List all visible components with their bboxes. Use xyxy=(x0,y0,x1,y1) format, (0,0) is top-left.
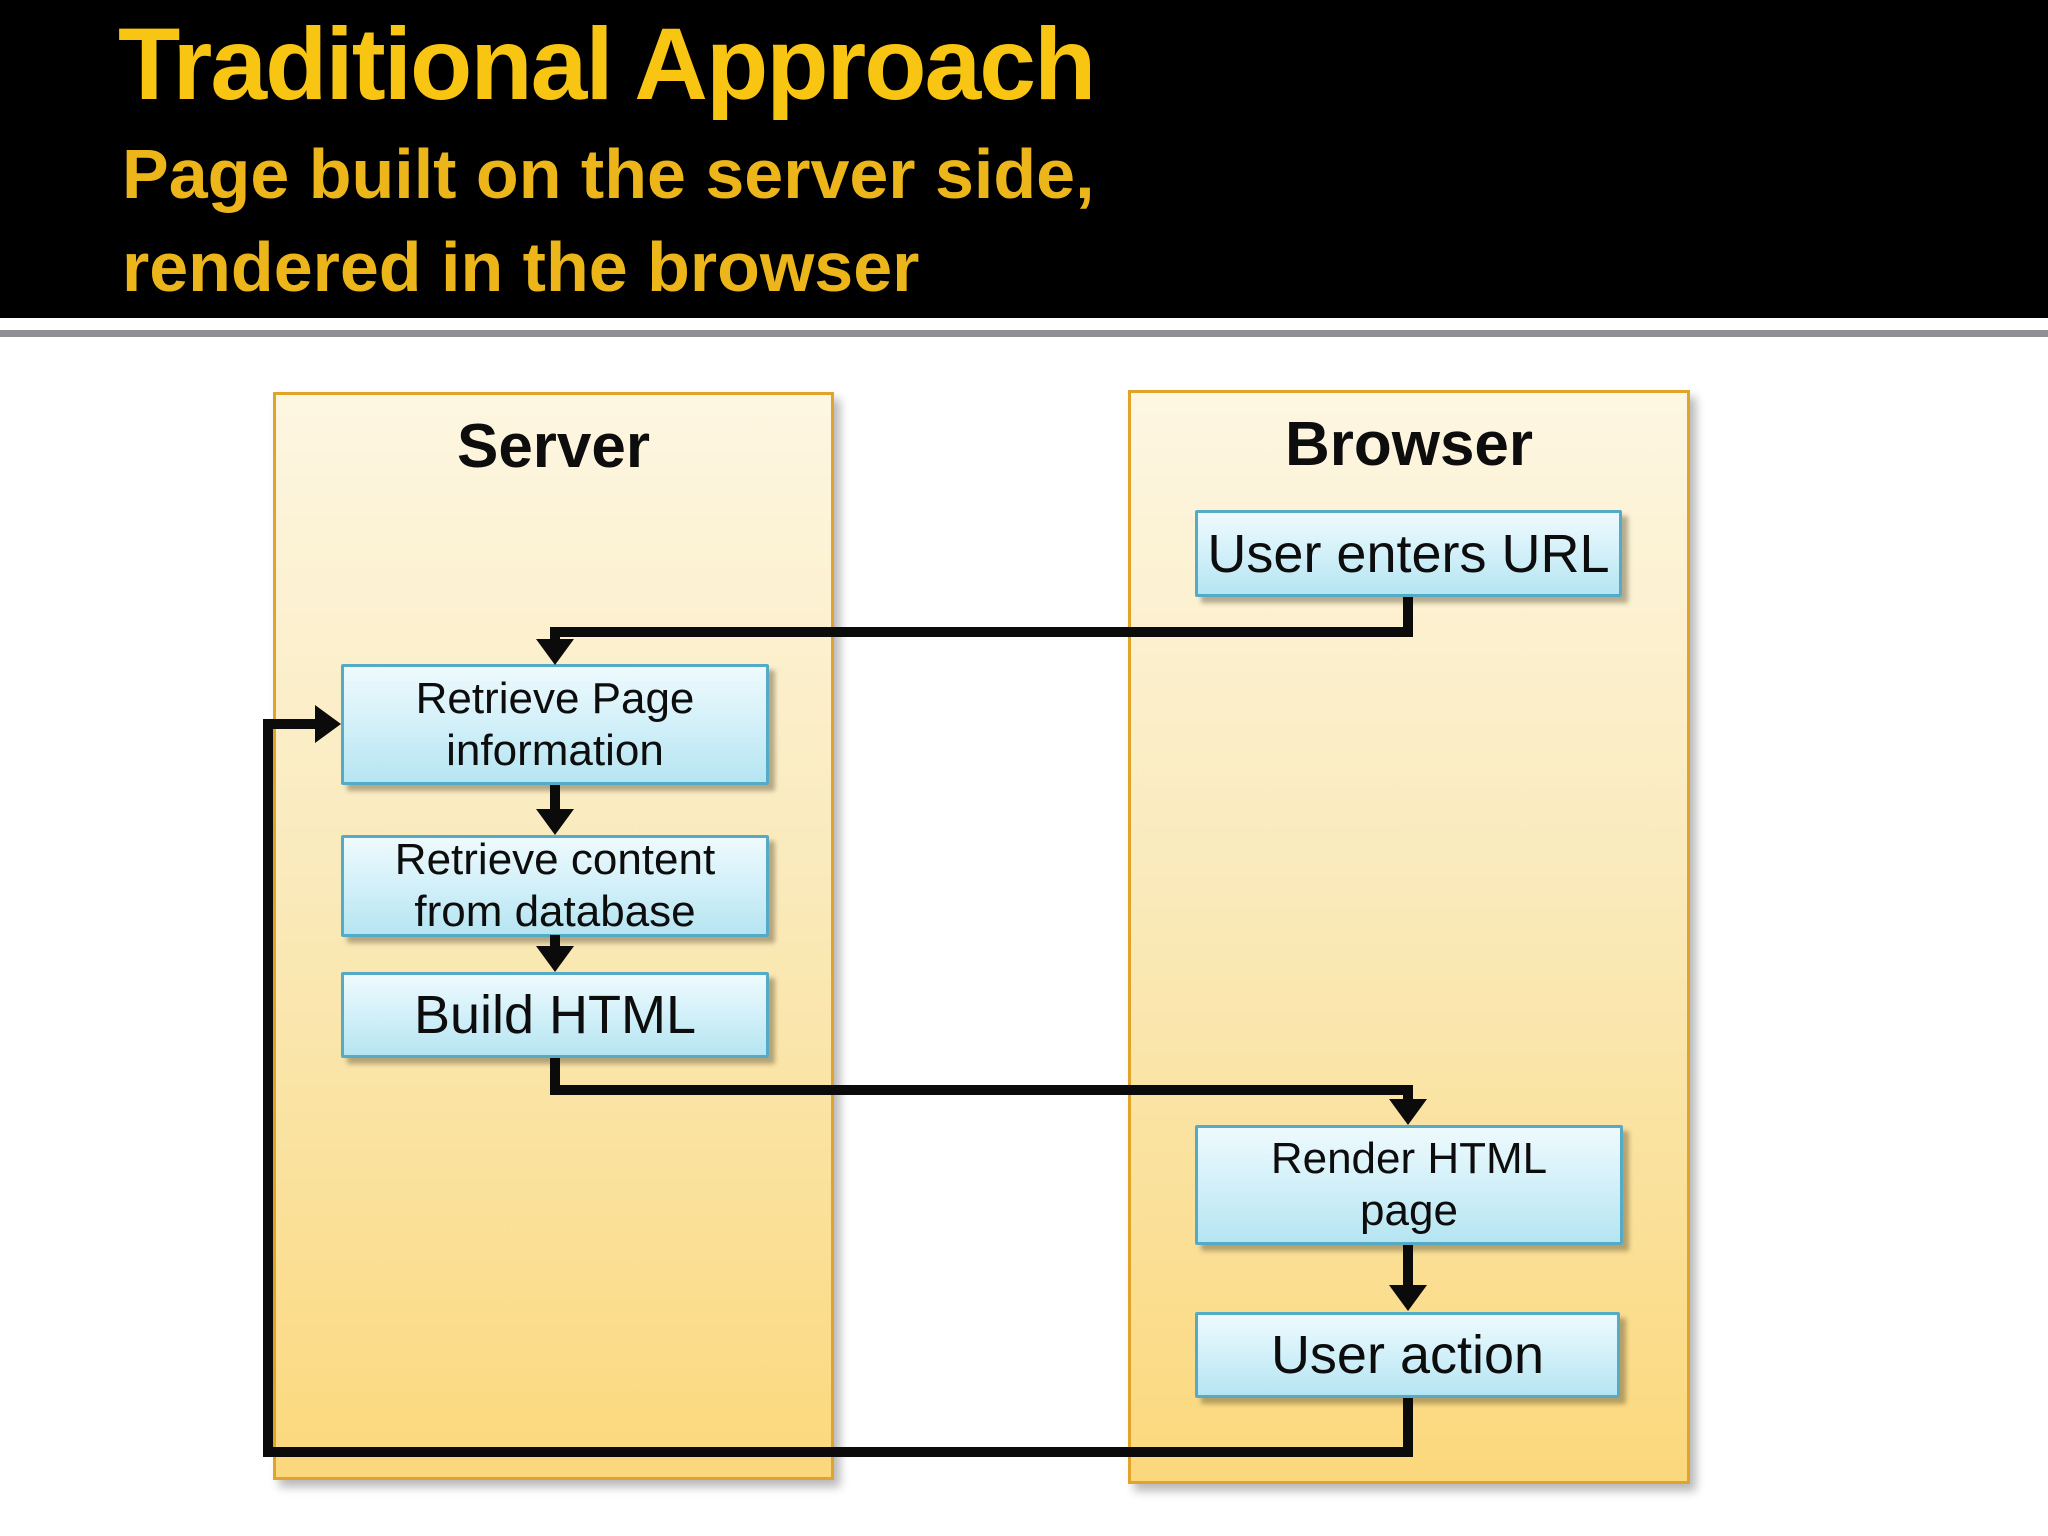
flow-box-retrieve-content-from-database: Retrieve content from database xyxy=(341,835,769,937)
arrow-url-to-retrieve-horizontal xyxy=(550,627,1413,637)
arrow-render-to-action-arrowhead-icon xyxy=(1389,1285,1427,1311)
slide-title: Traditional Approach xyxy=(118,7,1096,121)
flow-box-render-html-page: Render HTML page xyxy=(1195,1125,1623,1245)
flow-box-user-enters-url: User enters URL xyxy=(1195,510,1622,597)
arrow-action-to-retrieve-arrowhead-icon xyxy=(315,705,341,743)
arrow-action-to-retrieve-vertical-left xyxy=(263,719,273,1457)
server-container-title: Server xyxy=(456,412,651,481)
browser-container: Browser User enters URL Render HTML page… xyxy=(1128,390,1690,1484)
slide-subtitle: Page built on the server side, rendered … xyxy=(122,128,1095,314)
arrow-render-to-action-vertical xyxy=(1403,1245,1413,1287)
arrow-url-to-retrieve-arrowhead-icon xyxy=(536,639,574,665)
flow-box-retrieve-page-information: Retrieve Page information xyxy=(341,664,769,785)
arrow-content-to-build-arrowhead-icon xyxy=(536,946,574,972)
arrow-url-to-retrieve-vertical1 xyxy=(1403,597,1413,637)
slide-header: Traditional Approach Page built on the s… xyxy=(0,0,2048,318)
arrow-info-to-content-arrowhead-icon xyxy=(536,809,574,835)
header-separator-line xyxy=(0,330,2048,337)
arrow-build-to-render-horizontal xyxy=(550,1085,1413,1095)
arrow-build-to-render-vertical2 xyxy=(1403,1085,1413,1101)
arrow-build-to-render-vertical1 xyxy=(550,1058,560,1095)
server-container: Server Retrieve Page information Retriev… xyxy=(273,392,834,1480)
arrow-action-to-retrieve-vertical-right xyxy=(1403,1398,1413,1457)
arrow-action-to-retrieve-horizontal-bottom xyxy=(263,1447,1413,1457)
arrow-url-to-retrieve-vertical2 xyxy=(550,627,560,641)
slide-subtitle-line2: rendered in the browser xyxy=(122,228,920,306)
flow-box-build-html: Build HTML xyxy=(341,972,769,1058)
arrow-content-to-build-vertical xyxy=(550,935,560,949)
flow-box-user-action: User action xyxy=(1195,1312,1620,1398)
arrow-build-to-render-arrowhead-icon xyxy=(1389,1099,1427,1125)
arrow-info-to-content-vertical xyxy=(550,785,560,811)
arrow-action-to-retrieve-horizontal-top xyxy=(263,719,321,729)
slide-subtitle-line1: Page built on the server side, xyxy=(122,135,1095,213)
browser-container-title: Browser xyxy=(1284,410,1534,479)
